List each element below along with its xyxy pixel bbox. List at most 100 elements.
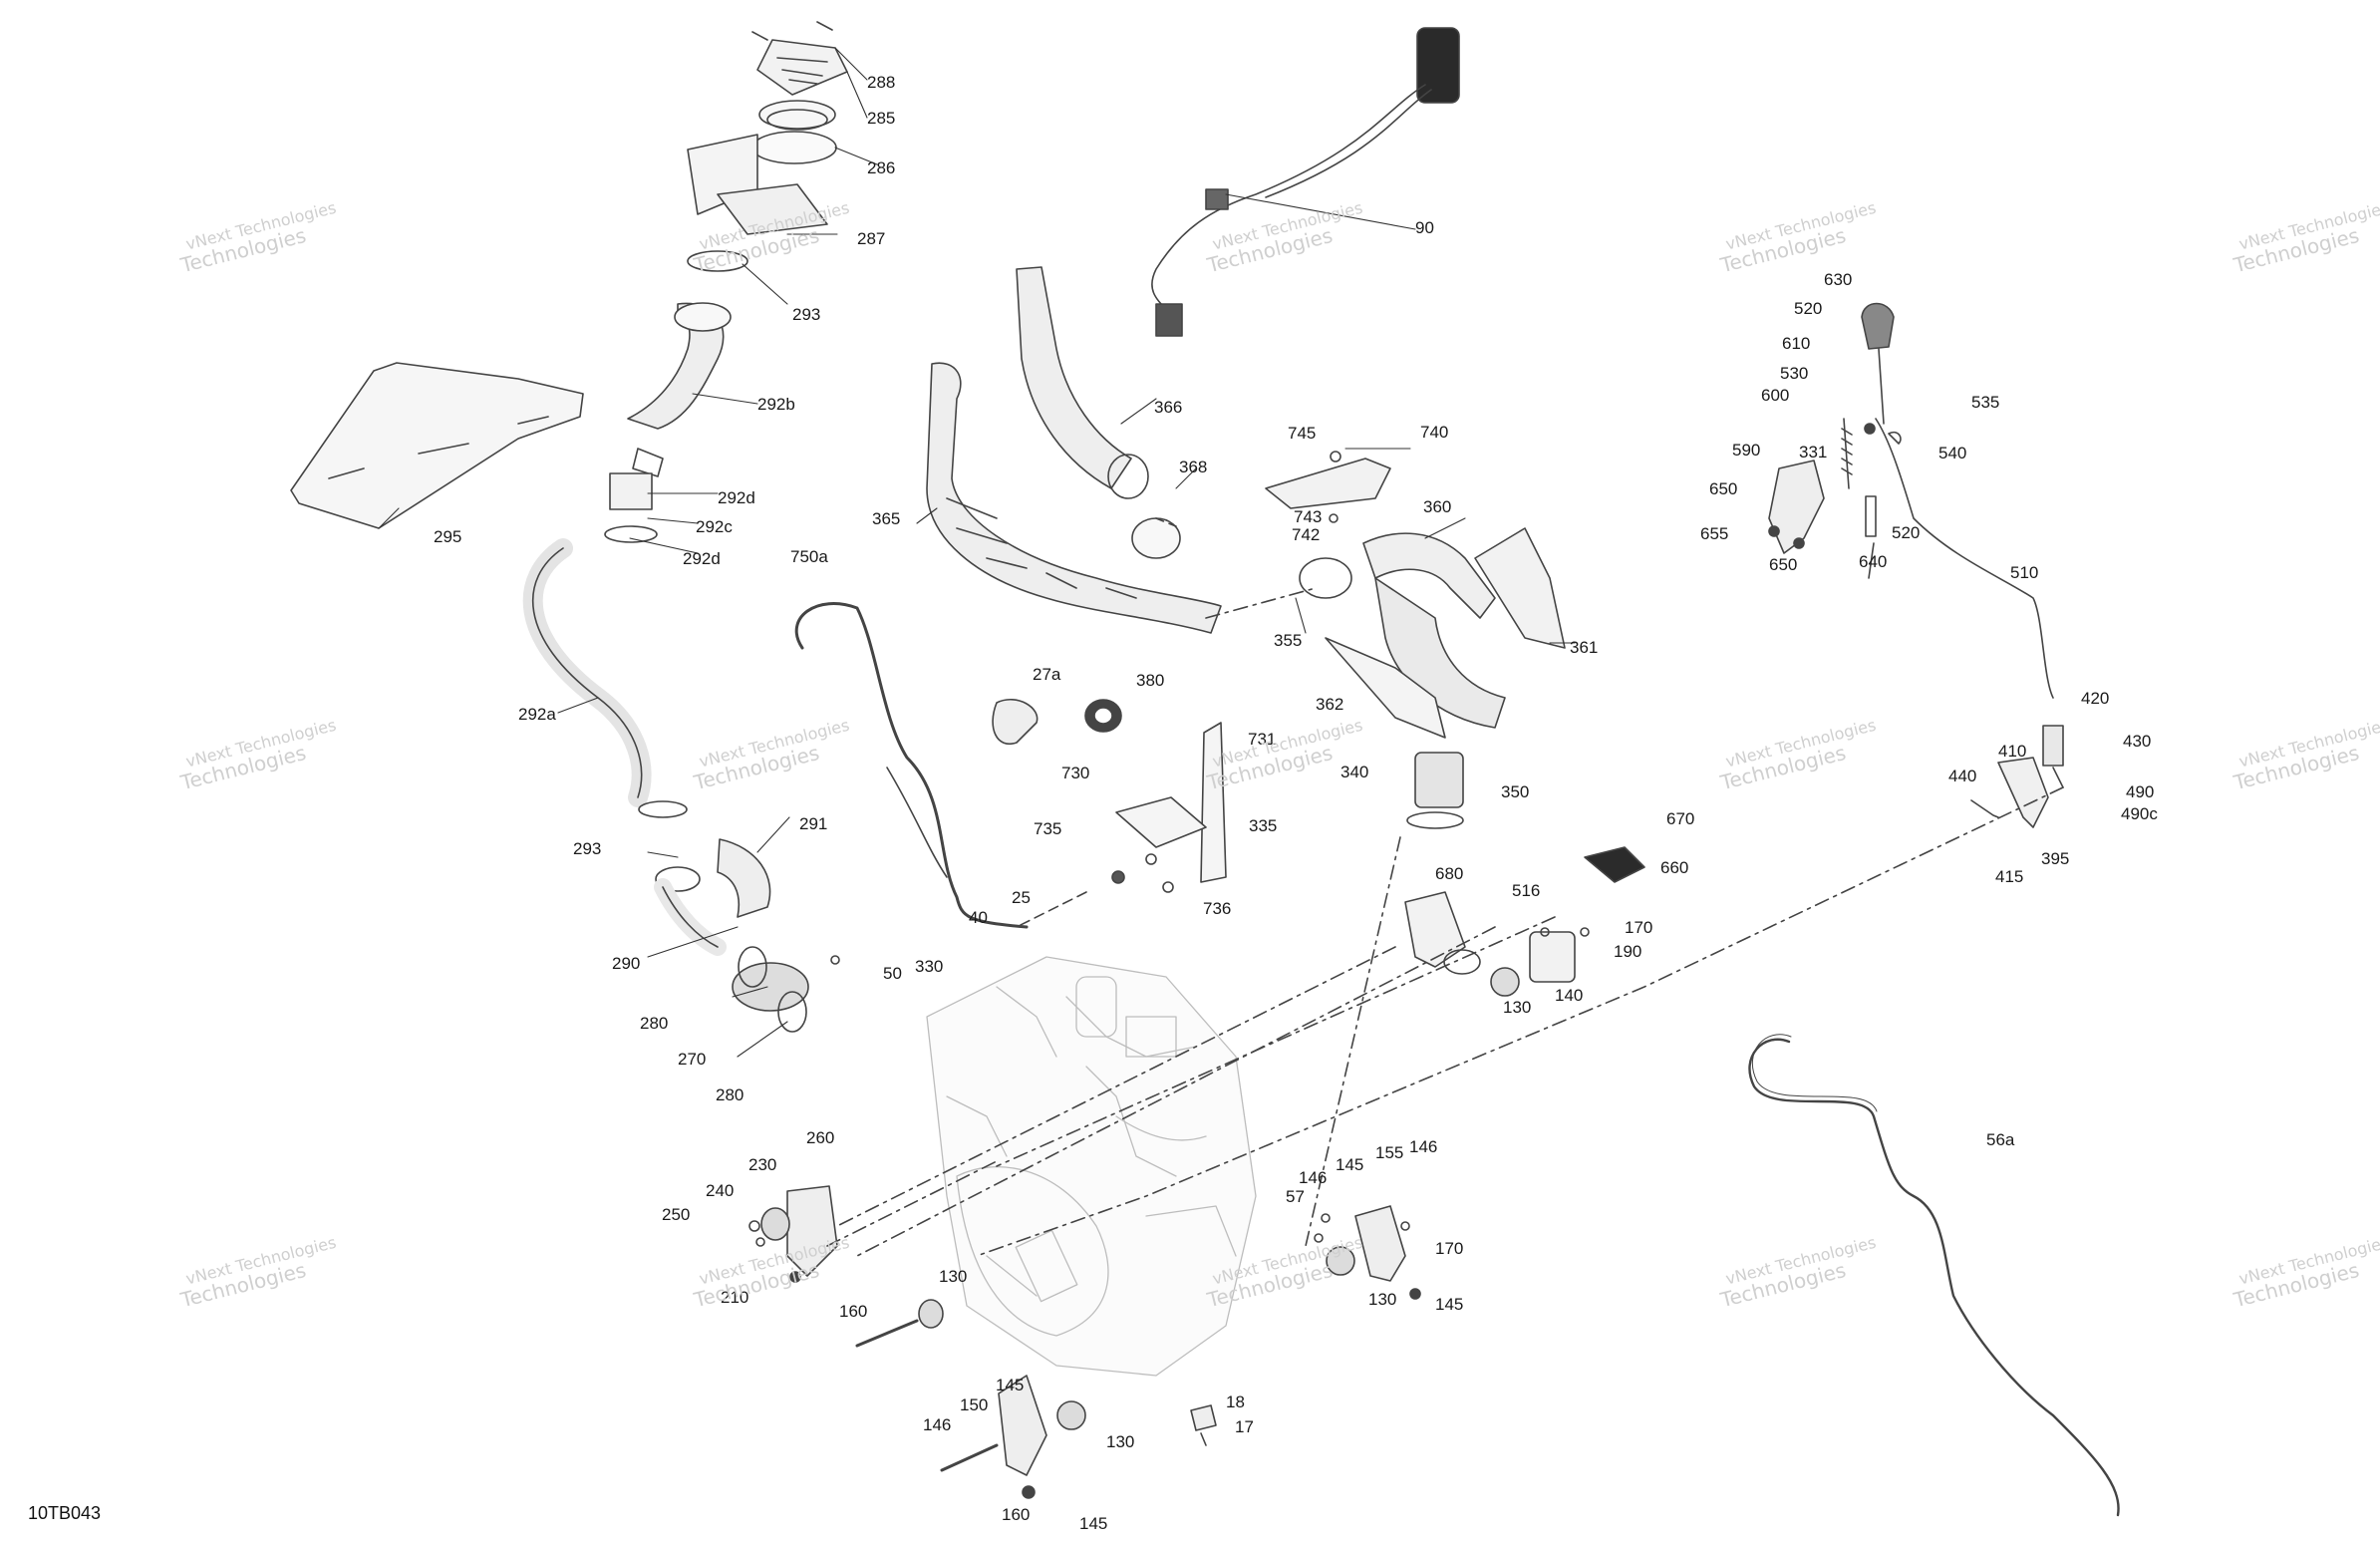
part-label: 130: [1368, 1290, 1397, 1309]
part-label: 335: [1249, 816, 1278, 835]
part-label: 170: [1435, 1239, 1464, 1258]
figure-code: 10TB043: [28, 1503, 102, 1523]
leader-lines: [378, 47, 1576, 1058]
muffler-part: [1299, 527, 1566, 1247]
part-label: 25: [1012, 888, 1031, 907]
part-label: 50: [883, 964, 902, 983]
part-label: 260: [806, 1128, 835, 1147]
shift-lever-part: [976, 302, 2064, 1257]
bracket-part: [1265, 451, 1391, 523]
part-label: 146: [923, 1415, 952, 1434]
part-label: 292d: [718, 488, 755, 507]
part-label: 735: [1034, 819, 1062, 838]
part-label: 160: [1002, 1505, 1031, 1524]
part-label: 130: [1503, 998, 1532, 1017]
part-label: 365: [872, 509, 901, 528]
part-label: 736: [1203, 899, 1232, 918]
part-label: 730: [1061, 764, 1090, 782]
rear-mount-part: [1314, 1205, 1421, 1300]
part-label: 145: [996, 1376, 1025, 1394]
part-label: 340: [1340, 763, 1369, 781]
part-label: 520: [1892, 523, 1921, 542]
part-label: 410: [1998, 742, 2027, 761]
part-label: 250: [662, 1205, 691, 1224]
part-label: 145: [1079, 1514, 1108, 1533]
part-label: 516: [1512, 881, 1541, 900]
part-label: 670: [1666, 809, 1695, 828]
part-label: 160: [839, 1302, 868, 1321]
part-label: 292d: [683, 549, 721, 568]
part-label: 610: [1782, 334, 1811, 353]
part-label: 291: [799, 814, 828, 833]
part-label: 56a: [1986, 1130, 2015, 1149]
part-label: 292c: [696, 517, 733, 536]
part-label: 292b: [757, 395, 795, 414]
part-label: 190: [1614, 942, 1642, 961]
part-label: 366: [1154, 398, 1183, 417]
part-label: 18: [1226, 1392, 1245, 1411]
part-label: 285: [867, 109, 896, 128]
part-label: 660: [1660, 858, 1689, 877]
part-label: 286: [867, 158, 896, 177]
part-label: 280: [640, 1014, 669, 1033]
part-label: 146: [1409, 1137, 1438, 1156]
engine-mount-part: [836, 846, 1645, 1257]
part-label: 280: [716, 1085, 744, 1104]
part-label: 40: [969, 908, 988, 927]
part-label: 520: [1794, 299, 1823, 318]
part-label: 293: [792, 305, 821, 324]
intake-duct-part: [290, 302, 840, 1033]
part-label: 290: [612, 954, 641, 973]
part-label: 420: [2081, 689, 2110, 708]
part-label: 530: [1780, 364, 1809, 383]
part-label: 742: [1292, 525, 1321, 544]
part-label: 288: [867, 73, 896, 92]
part-label: 330: [915, 957, 944, 976]
airbox-cover-part: [687, 21, 848, 272]
exhaust-pipe-part: [926, 266, 1317, 634]
part-label: 650: [1709, 479, 1738, 498]
part-label: 490: [2126, 782, 2155, 801]
part-label: 510: [2010, 563, 2039, 582]
part-label: 170: [1625, 918, 1653, 937]
part-label: 130: [939, 1267, 968, 1286]
engine-block-part: [926, 956, 1257, 1377]
part-label: 155: [1375, 1143, 1404, 1162]
part-label: 230: [748, 1155, 777, 1174]
part-label: 731: [1248, 730, 1277, 749]
part-label: 540: [1938, 444, 1967, 463]
part-label: 743: [1294, 507, 1323, 526]
part-label: 440: [1948, 767, 1977, 785]
part-label: 380: [1136, 671, 1165, 690]
part-label: 17: [1235, 1417, 1254, 1436]
part-label: 270: [678, 1050, 707, 1069]
part-label: 600: [1761, 386, 1790, 405]
part-label: 395: [2041, 849, 2070, 868]
part-label: 362: [1316, 695, 1344, 714]
part-label: 360: [1423, 497, 1452, 516]
part-label: 655: [1700, 524, 1729, 543]
part-label: 145: [1435, 1295, 1464, 1314]
part-label: 650: [1769, 555, 1798, 574]
part-label: 146: [1299, 1168, 1328, 1187]
part-label: 680: [1435, 864, 1464, 883]
part-label: 90: [1415, 218, 1434, 237]
front-mount-part: [748, 1160, 1217, 1499]
part-label: 331: [1799, 443, 1828, 462]
mount-bracket-part: [1016, 722, 1227, 928]
part-label: 740: [1420, 423, 1449, 442]
cable-part: [794, 602, 1029, 929]
part-label: 145: [1336, 1155, 1364, 1174]
part-label: 415: [1995, 867, 2024, 886]
part-label: 750a: [790, 547, 828, 566]
part-label: 490c: [2121, 804, 2158, 823]
part-label: 640: [1859, 552, 1888, 571]
cable-56a-part: [1748, 1034, 2120, 1517]
part-label: 150: [960, 1395, 989, 1414]
part-label: 57: [1286, 1187, 1305, 1206]
part-label: 368: [1179, 458, 1208, 476]
part-label: 535: [1971, 393, 2000, 412]
part-label: 292a: [518, 705, 556, 724]
part-label: 355: [1274, 631, 1303, 650]
